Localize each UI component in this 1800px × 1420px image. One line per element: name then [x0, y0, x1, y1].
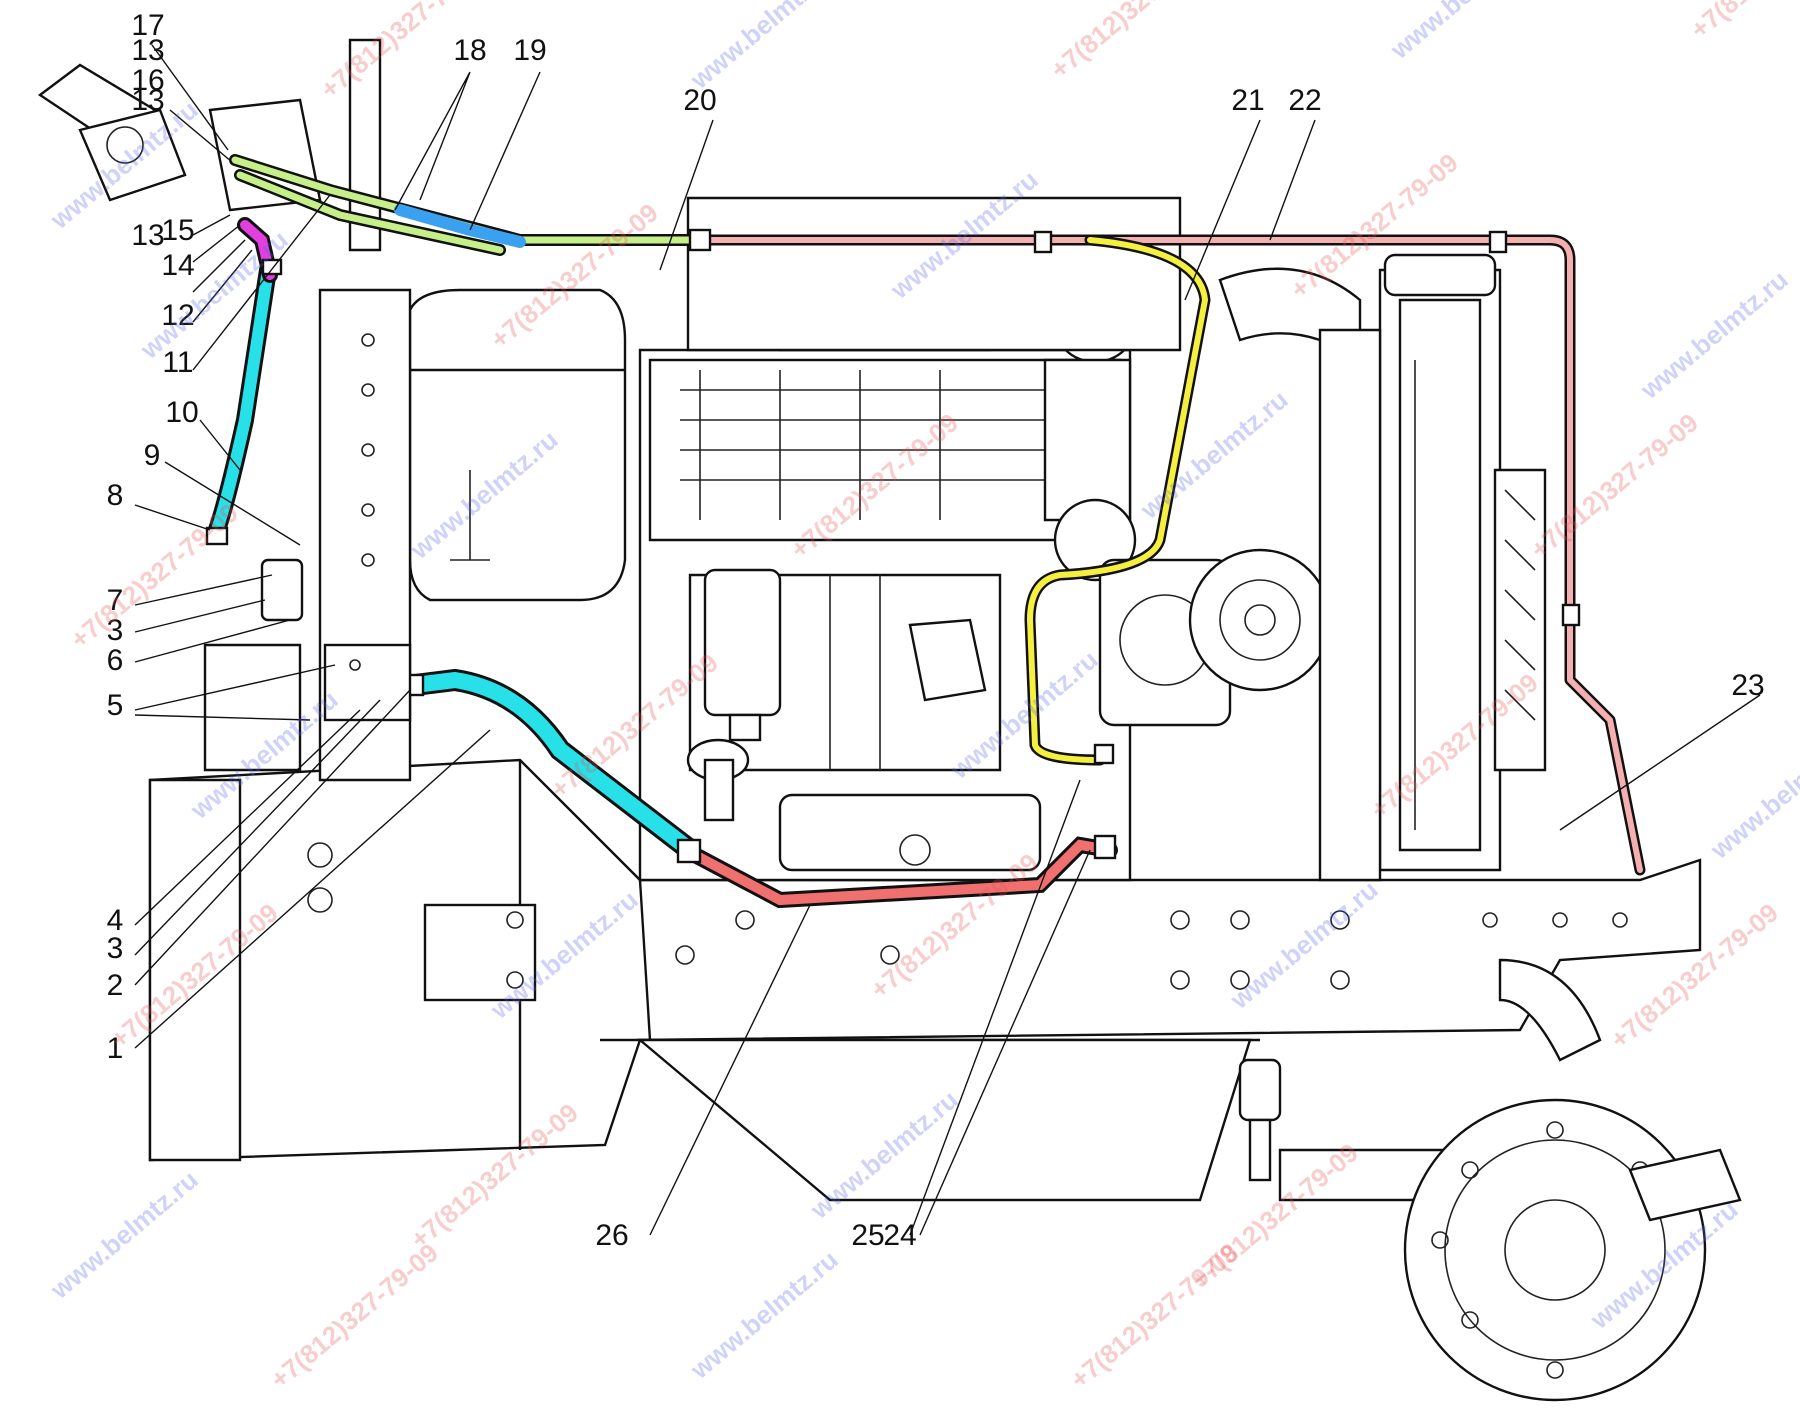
oil-cooler — [1493, 468, 1547, 772]
watermark-text: +7(812)327-79-09 — [265, 1237, 444, 1394]
frame-holes — [307, 842, 1628, 990]
watermark-text: www.belmtz.ru — [684, 1244, 844, 1385]
callout-21: 21 — [1231, 84, 1264, 117]
callout-13: 13 — [131, 219, 164, 252]
callout-10: 10 — [165, 396, 198, 429]
callout-2: 2 — [107, 969, 124, 1002]
callout-3: 3 — [107, 932, 124, 965]
callout-9: 9 — [144, 439, 161, 472]
oil-pan — [636, 1038, 1252, 1202]
callout-16: 16 — [131, 64, 164, 97]
callout-12: 12 — [161, 299, 194, 332]
front-frame-bracket — [148, 778, 242, 1162]
callout-18: 18 — [453, 34, 486, 67]
watermark-text: www.belmtz.ru — [1634, 264, 1794, 405]
side-plate — [423, 903, 537, 1002]
callout-8: 8 — [107, 479, 124, 512]
watermark-text: www.belmtz.ru — [44, 1164, 204, 1305]
callout-17: 17 — [131, 9, 164, 42]
callout-15: 15 — [161, 214, 194, 247]
hose-return-lower-fill — [407, 671, 698, 858]
pipe-yellow-21-fill — [1027, 237, 1208, 763]
pipe-pink-22-fill — [697, 237, 1643, 873]
callout-14: 14 — [161, 249, 194, 282]
fuel-filter — [703, 568, 782, 742]
callout-13: 13 — [131, 34, 164, 67]
watermark-text: +7(812)327-79-09 — [1045, 0, 1224, 85]
fuel-tank — [408, 288, 627, 602]
callout-4: 4 — [107, 904, 124, 937]
watermark-text: www.belmtz.ru — [1134, 384, 1294, 525]
wheel-hub — [1403, 1098, 1707, 1402]
pump-block — [203, 643, 412, 772]
hose-clamps — [205, 228, 1581, 864]
callout-23: 23 — [1731, 669, 1764, 702]
watermark-text: www.belmtz.ru — [684, 0, 844, 95]
shock-absorber — [1238, 1058, 1282, 1182]
radiator — [1378, 253, 1502, 872]
callout-22: 22 — [1288, 84, 1321, 117]
watermark-text: www.belmtz.ru — [1384, 0, 1544, 65]
callout-20: 20 — [683, 84, 716, 117]
callout-3: 3 — [107, 614, 124, 647]
dipstick-cap — [686, 738, 750, 822]
steering-cylinder — [1628, 1148, 1742, 1222]
callout-13: 13 — [131, 84, 164, 117]
watermark-text: +7(812)327-79-09 — [1065, 1237, 1244, 1394]
callout-26: 26 — [595, 1219, 628, 1252]
callout-25: 25 — [851, 1219, 884, 1252]
fan-pulley — [1188, 548, 1332, 692]
callout-24: 24 — [883, 1219, 916, 1252]
callout-1: 1 — [107, 1032, 124, 1065]
watermark-text: +7(812)327-79-09 — [1685, 0, 1800, 45]
fan-shroud — [1318, 328, 1382, 882]
callout-5: 5 — [107, 689, 124, 722]
starter-motor — [778, 793, 1042, 872]
callout-6: 6 — [107, 644, 124, 677]
pipe-drain-26-fill — [690, 839, 1115, 906]
watermark-text: www.belmtz.ru — [1704, 724, 1800, 865]
watermark-text: +7(812)327-79-09 — [1525, 407, 1704, 564]
reservoir — [260, 558, 304, 622]
leader-lines — [134, 44, 1761, 1236]
watermark-text: +7(812)327-79-09 — [65, 497, 244, 654]
oil-filter — [908, 618, 987, 702]
pipe-green-18b-fill — [236, 171, 504, 254]
callout-7: 7 — [107, 584, 124, 617]
callout-11: 11 — [162, 346, 193, 379]
callout-19: 19 — [513, 34, 546, 67]
